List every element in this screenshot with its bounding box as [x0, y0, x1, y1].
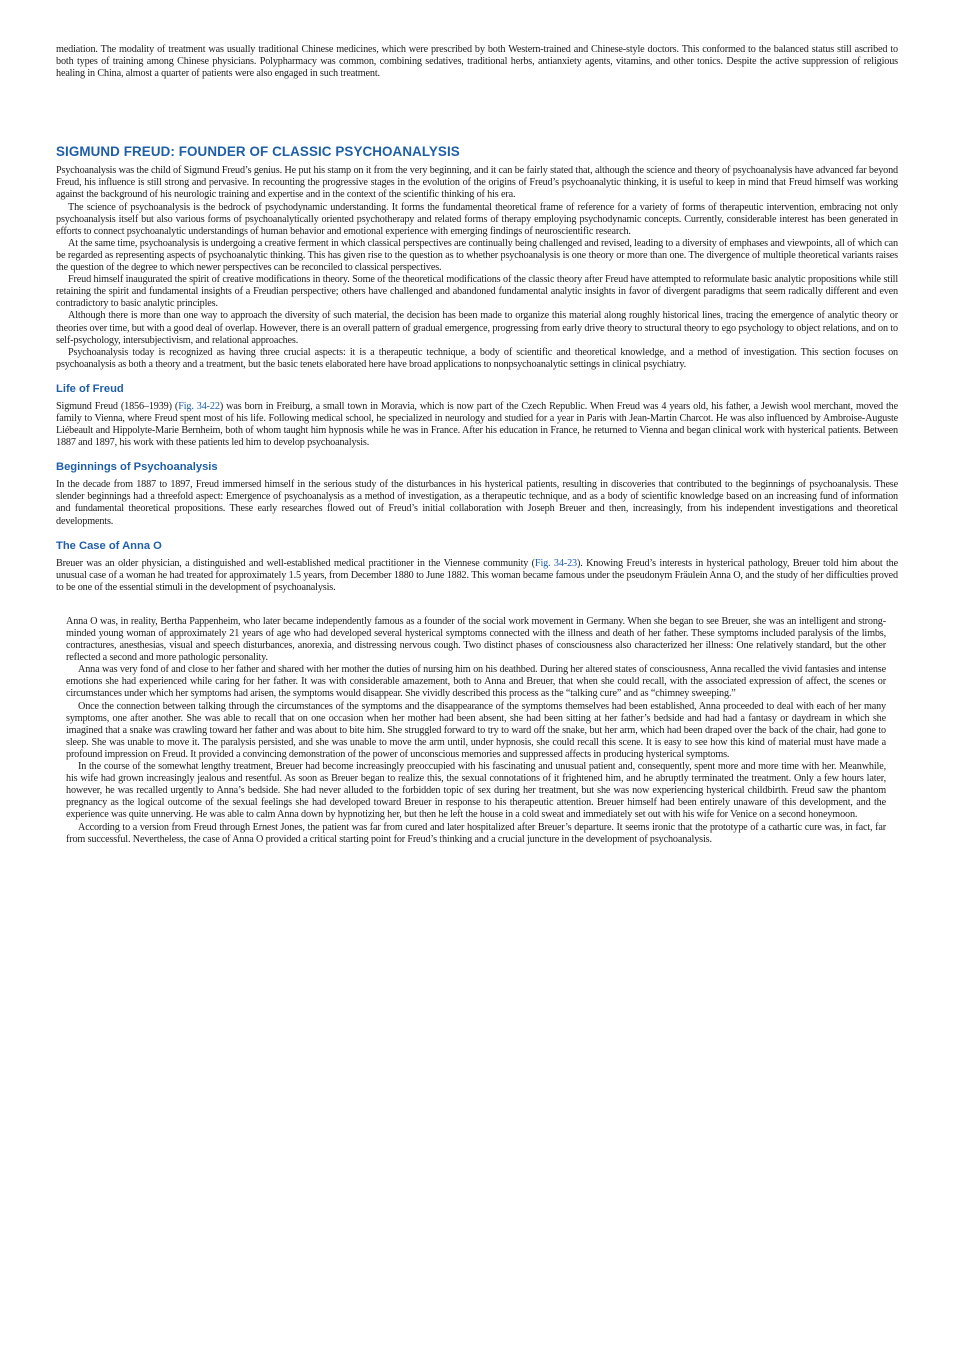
life-heading: Life of Freud [56, 382, 124, 395]
section-paragraph-6: Psychoanalysis today is recognized as ha… [56, 346, 898, 370]
section-paragraph-2: The science of psychoanalysis is the bed… [56, 201, 898, 237]
case-paragraph-4: In the course of the somewhat lengthy tr… [66, 761, 886, 821]
figure-link-34-22[interactable]: Fig. 34-22 [178, 400, 220, 412]
section-title: SIGMUND FREUD: FOUNDER OF CLASSIC PSYCHO… [56, 144, 460, 160]
anna-text-after: ). Knowing Freud’s interests in hysteric… [56, 557, 898, 593]
case-paragraph-2: Anna was very fond of and close to her f… [66, 664, 886, 700]
anna-text-before: Breuer was an older physician, a disting… [56, 557, 535, 569]
section-paragraph-3: At the same time, psychoanalysis is unde… [56, 237, 898, 274]
document-page: mediation. The modality of treatment was… [56, 44, 898, 846]
section-paragraph-1: Psychoanalysis was the child of Sigmund … [56, 165, 898, 201]
life-paragraph: Sigmund Freud (1856–1939) (Fig. 34-22) w… [56, 401, 898, 449]
life-text-after: ) was born in Freiburg, a small town in … [56, 400, 898, 449]
anna-heading: The Case of Anna O [56, 539, 162, 552]
case-paragraph-1: Anna O was, in reality, Bertha Pappenhei… [66, 615, 886, 664]
section-paragraph-4: Freud himself inaugurated the spirit of … [56, 274, 898, 310]
intro-paragraph: mediation. The modality of treatment was… [56, 44, 898, 80]
life-text-before: Sigmund Freud (1856–1939) ( [56, 400, 179, 412]
case-paragraph-5: According to a version from Freud throug… [66, 821, 886, 845]
figure-link-34-23[interactable]: Fig. 34-23 [534, 557, 577, 569]
anna-paragraph: Breuer was an older physician, a disting… [56, 558, 898, 594]
beginnings-paragraph: In the decade from 1887 to 1897, Freud i… [56, 479, 898, 527]
section-body: Psychoanalysis was the child of Sigmund … [56, 165, 898, 371]
section-paragraph-5: Although there is more than one way to a… [56, 310, 898, 346]
case-box: Anna O was, in reality, Bertha Pappenhei… [66, 616, 886, 846]
case-paragraph-3: Once the connection between talking thro… [66, 700, 886, 760]
beginnings-heading: Beginnings of Psychoanalysis [56, 461, 218, 474]
